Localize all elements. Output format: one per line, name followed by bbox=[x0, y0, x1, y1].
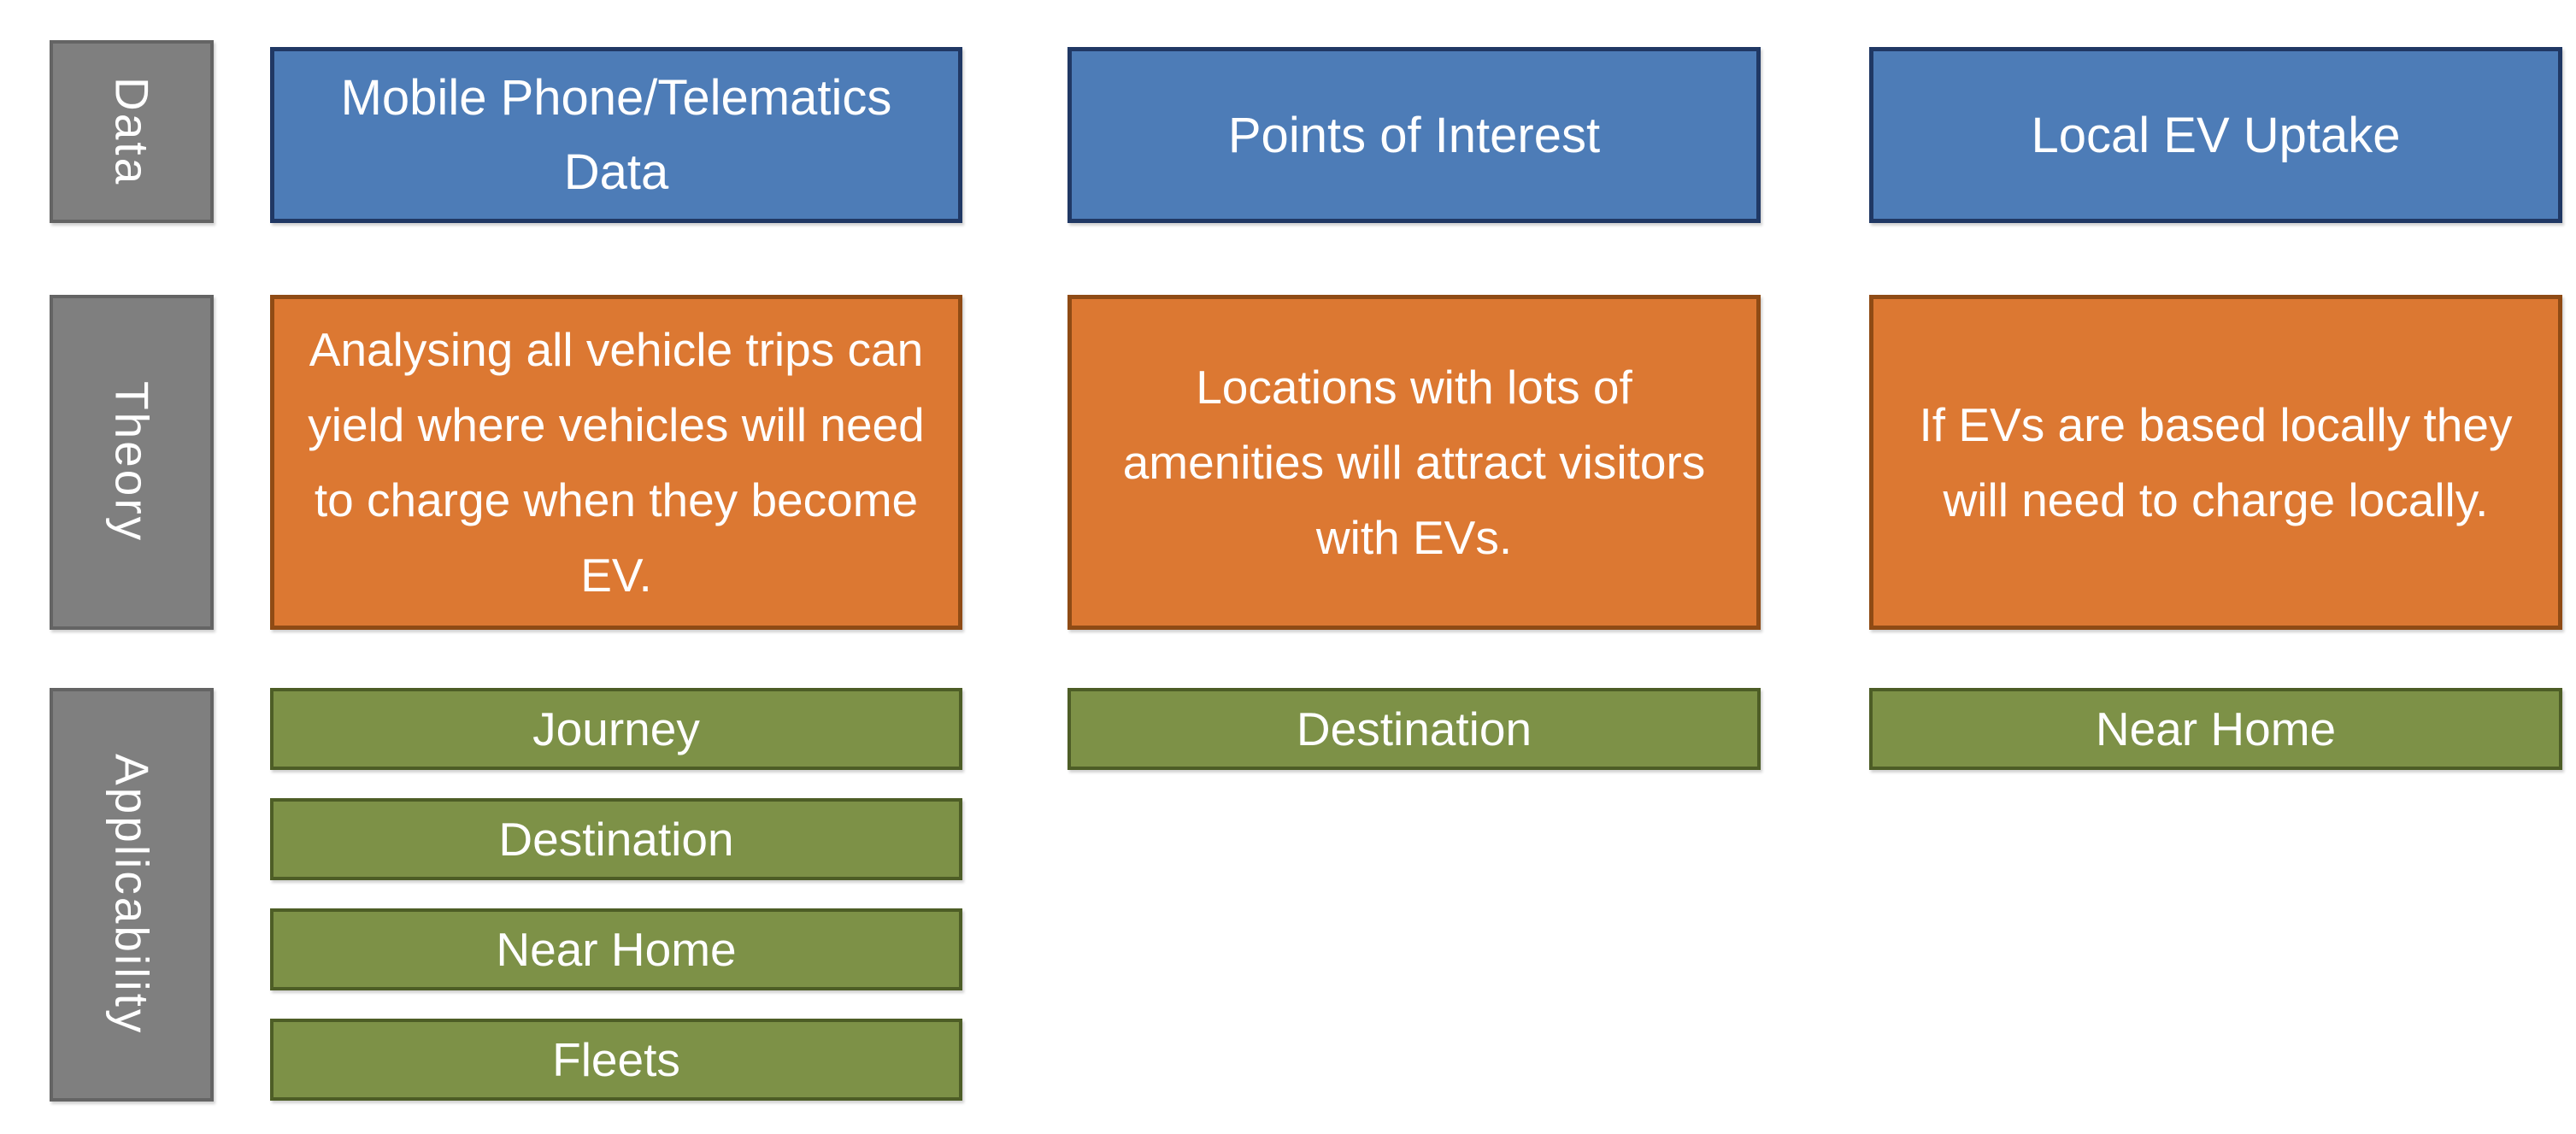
card-data-points-of-interest: Points of Interest bbox=[1067, 47, 1761, 223]
tag-destination-col1: Destination bbox=[270, 798, 962, 880]
applicability-stack-local-ev-uptake: Near Home bbox=[1869, 688, 2562, 1102]
row-label-applicability-text: Applicability bbox=[105, 754, 159, 1036]
row-label-data-text: Data bbox=[105, 76, 159, 187]
tag-journey-text: Journey bbox=[532, 702, 700, 755]
card-data-mobile-telematics-text: Mobile Phone/Telematics Data bbox=[340, 70, 892, 200]
card-data-points-of-interest-text: Points of Interest bbox=[1227, 107, 1601, 163]
tag-destination-col2-text: Destination bbox=[1296, 702, 1532, 755]
card-data-local-ev-uptake-text: Local EV Uptake bbox=[2031, 107, 2401, 163]
tag-near-home-col3-text: Near Home bbox=[2095, 702, 2337, 755]
row-label-theory-text: Theory bbox=[105, 381, 159, 543]
applicability-stack-points-of-interest: Destination bbox=[1067, 688, 1761, 1102]
card-theory-mobile-telematics-text: Analysing all vehicle trips can yield wh… bbox=[308, 323, 925, 602]
tag-near-home-col1-text: Near Home bbox=[496, 923, 737, 976]
tag-near-home-col1: Near Home bbox=[270, 908, 962, 990]
card-theory-local-ev-uptake-text: If EVs are based locally they will need … bbox=[1919, 398, 2513, 526]
card-data-local-ev-uptake: Local EV Uptake bbox=[1869, 47, 2562, 223]
tag-journey: Journey bbox=[270, 688, 962, 770]
card-theory-local-ev-uptake: If EVs are based locally they will need … bbox=[1869, 295, 2562, 630]
tag-destination-col2: Destination bbox=[1067, 688, 1761, 770]
card-theory-points-of-interest-text: Locations with lots of amenities will at… bbox=[1122, 361, 1706, 564]
tag-fleets-text: Fleets bbox=[552, 1033, 680, 1086]
applicability-stack-mobile-telematics: Journey Destination Near Home Fleets bbox=[270, 688, 962, 1102]
row-label-applicability: Applicability bbox=[50, 688, 214, 1102]
card-data-mobile-telematics: Mobile Phone/Telematics Data bbox=[270, 47, 962, 223]
row-label-theory: Theory bbox=[50, 295, 214, 630]
tag-near-home-col3: Near Home bbox=[1869, 688, 2562, 770]
card-theory-mobile-telematics: Analysing all vehicle trips can yield wh… bbox=[270, 295, 962, 630]
tag-destination-col1-text: Destination bbox=[498, 813, 734, 866]
card-theory-points-of-interest: Locations with lots of amenities will at… bbox=[1067, 295, 1761, 630]
tag-fleets: Fleets bbox=[270, 1019, 962, 1101]
row-label-data: Data bbox=[50, 40, 214, 223]
